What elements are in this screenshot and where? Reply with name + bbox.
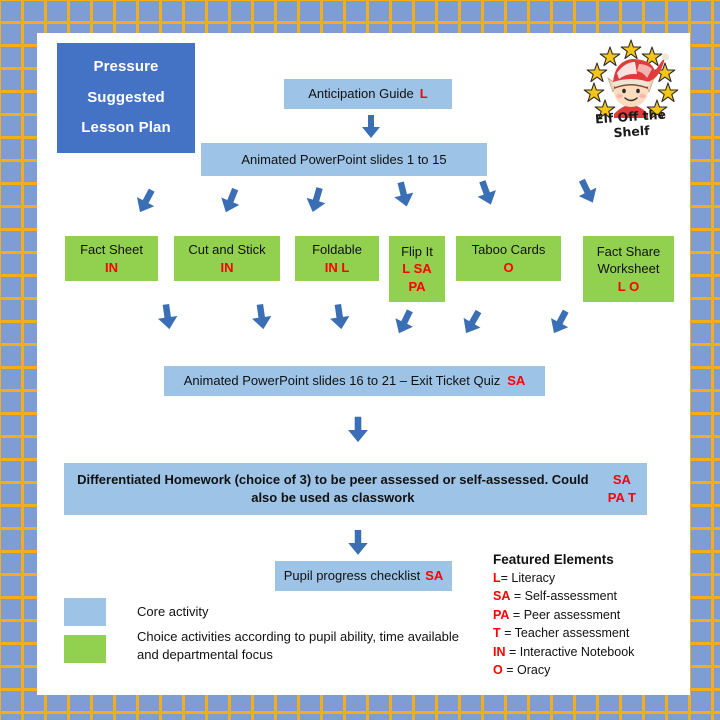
node-anticipation-guide-tag: L: [419, 86, 428, 102]
node-fact-share-worksheet-tag: L O: [617, 278, 640, 294]
featured-abbr-t: T: [493, 626, 501, 641]
featured-desc-in: = Interactive Notebook: [508, 644, 635, 659]
elf-logo-label: Elf Off the Shelf: [594, 106, 667, 141]
node-differentiated-homework-tag: SA PA T: [607, 472, 636, 505]
node-pupil-progress-checklist[interactable]: Pupil progress checklist SA: [275, 561, 452, 591]
title-line-2: Suggested: [87, 88, 165, 106]
node-fact-share-worksheet-label: Fact Share Worksheet: [596, 243, 661, 277]
key-label-core-activity: Core activity: [137, 604, 209, 619]
node-fact-sheet-label: Fact Sheet: [80, 241, 143, 257]
featured-desc-o: = Oracy: [506, 662, 551, 677]
node-fact-sheet-tag: IN: [105, 259, 118, 275]
featured-abbr-in: IN: [493, 644, 506, 659]
node-pupil-progress-checklist-label: Pupil progress checklist: [283, 568, 421, 584]
node-cut-and-stick-tag: IN: [220, 259, 234, 275]
featured-abbr-o: O: [493, 662, 503, 677]
node-powerpoint-slides-16-21-tag: SA: [507, 373, 526, 389]
featured-abbr-pa: PA: [493, 607, 510, 622]
node-anticipation-guide[interactable]: Anticipation Guide L: [284, 79, 452, 109]
elf-logo-graphic: [583, 39, 679, 118]
featured-element-row-peer-assessment: PA = Peer assessment: [493, 606, 690, 624]
key-swatch-choice-activity: [64, 635, 106, 663]
key-swatch-core-activity: [64, 598, 106, 626]
node-powerpoint-slides-16-21[interactable]: Animated PowerPoint slides 16 to 21 – Ex…: [164, 366, 545, 396]
featured-element-row-self-assessment: SA = Self-assessment: [493, 587, 690, 605]
featured-desc-l: = Literacy: [500, 571, 556, 585]
node-powerpoint-slides-16-21-label: Animated PowerPoint slides 16 to 21 – Ex…: [183, 373, 501, 389]
featured-element-row-interactive-notebook: IN = Interactive Notebook: [493, 643, 690, 661]
key-label-choice-activity: Choice activities according to pupil abi…: [137, 629, 460, 663]
featured-elements-title: Featured Elements: [493, 552, 614, 567]
node-foldable[interactable]: Foldable IN L: [295, 236, 379, 281]
node-differentiated-homework-label: Differentiated Homework (choice of 3) to…: [77, 472, 589, 505]
node-taboo-cards-tag: O: [503, 259, 514, 275]
node-cut-and-stick[interactable]: Cut and Stick IN: [174, 236, 280, 281]
featured-abbr-sa: SA: [493, 589, 511, 604]
node-pupil-progress-checklist-tag: SA: [425, 568, 444, 584]
node-fact-sheet[interactable]: Fact Sheet IN: [65, 236, 158, 281]
node-anticipation-guide-label: Anticipation Guide: [308, 86, 414, 102]
node-flip-it-label: Flip It: [401, 243, 433, 259]
featured-elements-legend: Featured Elements L= Literacy SA = Self-…: [493, 552, 690, 679]
node-foldable-tag: IN L: [324, 259, 350, 275]
elf-off-the-shelf-logo: Elf Off the Shelf: [577, 38, 685, 143]
node-powerpoint-slides-1-15[interactable]: Animated PowerPoint slides 1 to 15: [201, 143, 487, 176]
node-fact-share-worksheet[interactable]: Fact Share Worksheet L O: [583, 236, 674, 302]
node-differentiated-homework[interactable]: Differentiated Homework (choice of 3) to…: [64, 463, 647, 515]
node-taboo-cards-label: Taboo Cards: [471, 241, 546, 257]
featured-desc-sa: = Self-assessment: [513, 589, 618, 604]
node-flip-it[interactable]: Flip It L SA PA: [389, 236, 445, 302]
lesson-plan-card: Pressure Suggested Lesson Plan: [37, 33, 690, 695]
featured-element-row-literacy: L= Literacy: [493, 569, 690, 587]
title-line-1: Pressure: [93, 57, 159, 75]
featured-element-row-teacher-assessment: T = Teacher assessment: [493, 624, 690, 642]
title-line-3: Lesson Plan: [81, 119, 171, 137]
node-powerpoint-slides-1-15-label: Animated PowerPoint slides 1 to 15: [241, 151, 447, 167]
node-flip-it-tag: L SA: [402, 261, 432, 277]
featured-desc-t: = Teacher assessment: [504, 626, 630, 641]
featured-element-row-oracy: O = Oracy: [493, 661, 690, 679]
node-cut-and-stick-label: Cut and Stick: [188, 241, 266, 257]
featured-abbr-l: L: [493, 571, 501, 585]
node-foldable-label: Foldable: [312, 241, 362, 257]
node-taboo-cards[interactable]: Taboo Cards O: [456, 236, 561, 281]
lesson-plan-title-box: Pressure Suggested Lesson Plan: [57, 43, 195, 153]
featured-desc-pa: = Peer assessment: [512, 607, 621, 622]
node-flip-it-tag-2: PA: [408, 278, 426, 294]
